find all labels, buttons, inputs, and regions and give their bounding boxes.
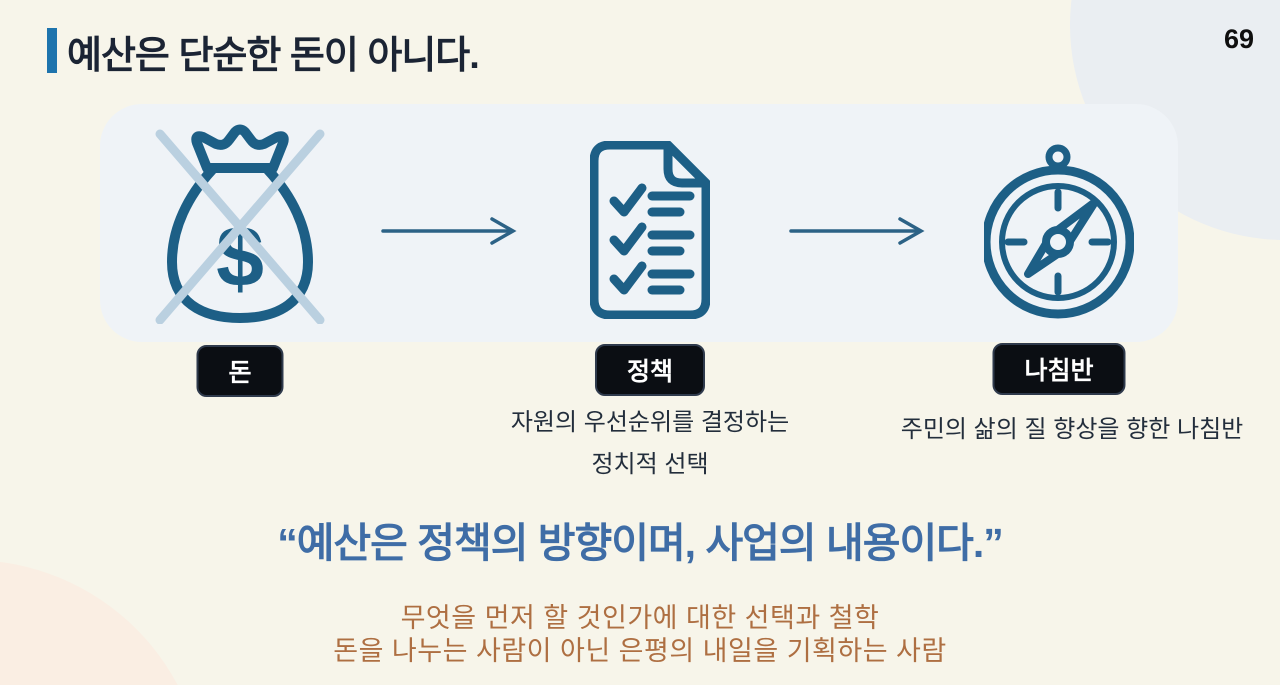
- page-number: 69: [1223, 24, 1254, 54]
- footer-text: 무엇을 먼저 할 것인가에 대한 선택과 철학 돈을 나누는 사람이 아닌 은평…: [0, 602, 1280, 668]
- footer-line-2: 돈을 나누는 사람이 아닌 은평의 내일을 기획하는 사람: [333, 636, 947, 666]
- arrow-right-icon: [381, 217, 517, 245]
- step-label-badge-policy: 정책: [594, 344, 706, 396]
- policy-caption-line-2: 정치적 선택: [591, 451, 709, 478]
- crossed-money-bag-icon: $: [155, 124, 325, 324]
- slide-title: 예산은 단순한 돈이 아니다.: [67, 35, 480, 77]
- arrow-right-icon: [789, 217, 925, 245]
- compass-caption: 주민의 삶의 질 향상을 향한 나침반: [900, 416, 1244, 443]
- step-label-badge-money: 돈: [196, 345, 284, 397]
- footer-line-1: 무엇을 먼저 할 것인가에 대한 선택과 철학: [400, 603, 880, 633]
- quote-text: “예산은 정책의 방향이며, 사업의 내용이다.”: [277, 520, 1004, 566]
- policy-caption-line-1: 자원의 우선순위를 결정하는: [510, 409, 790, 436]
- cross-out-mark: [155, 129, 325, 324]
- checklist-document-icon: [590, 141, 710, 319]
- compass-icon: [984, 144, 1134, 319]
- title-accent-bar: [47, 28, 57, 73]
- step-label-badge-compass: 나침반: [992, 343, 1126, 395]
